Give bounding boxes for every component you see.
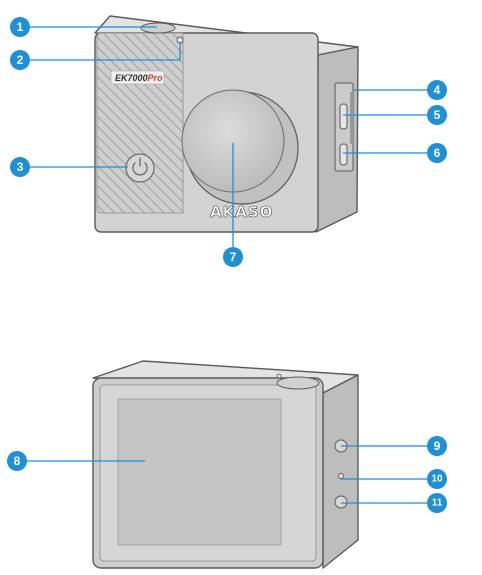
- lcd-screen: [117, 398, 282, 546]
- callout-2-label: 2: [17, 53, 24, 67]
- camera-back-view: [92, 360, 359, 569]
- callout-10: 10: [427, 469, 447, 489]
- power-icon: [132, 157, 148, 176]
- callout-10-label: 10: [431, 474, 443, 485]
- callout-1-label: 1: [17, 20, 24, 34]
- camera-back-side-face: [322, 374, 359, 569]
- callout-5-label: 5: [434, 108, 441, 122]
- brand-label: AKASO: [210, 203, 273, 221]
- callout-3: 3: [10, 157, 30, 177]
- camera-front-view: EK7000Pro AKASO: [94, 15, 359, 233]
- leader-line-2: [27, 42, 181, 61]
- shutter-button[interactable]: [140, 22, 176, 34]
- model-label: EK7000: [115, 73, 148, 83]
- callout-6-label: 6: [434, 146, 441, 160]
- callout-5: 5: [427, 105, 447, 125]
- callout-11: 11: [427, 493, 447, 513]
- callout-1: 1: [10, 17, 30, 37]
- memory-card-slot: [350, 92, 353, 144]
- hdmi-port: [339, 143, 348, 166]
- speaker-indicator: [338, 473, 344, 479]
- svg-text:EK7000Pro: EK7000Pro: [115, 73, 163, 83]
- usb-port: [339, 103, 348, 130]
- callout-8: 8: [7, 451, 27, 471]
- callout-6: 6: [427, 143, 447, 163]
- model-badge: [110, 70, 165, 85]
- back-shutter-button[interactable]: [276, 376, 320, 390]
- callout-7-label: 7: [230, 250, 237, 264]
- callout-3-label: 3: [17, 160, 24, 174]
- power-button[interactable]: [125, 153, 155, 183]
- callout-11-label: 11: [432, 498, 443, 509]
- callout-4: 4: [427, 80, 447, 100]
- down-button[interactable]: [334, 495, 348, 509]
- callout-2: 2: [10, 50, 30, 70]
- callout-4-label: 4: [434, 83, 441, 97]
- callout-9-label: 9: [434, 439, 441, 453]
- callout-7: 7: [223, 247, 243, 267]
- leader-lines: [25, 26, 436, 504]
- callout-9: 9: [427, 436, 447, 456]
- back-top-indicator: [276, 373, 282, 379]
- model-suffix: Pro: [148, 73, 164, 83]
- callout-8-label: 8: [14, 454, 21, 468]
